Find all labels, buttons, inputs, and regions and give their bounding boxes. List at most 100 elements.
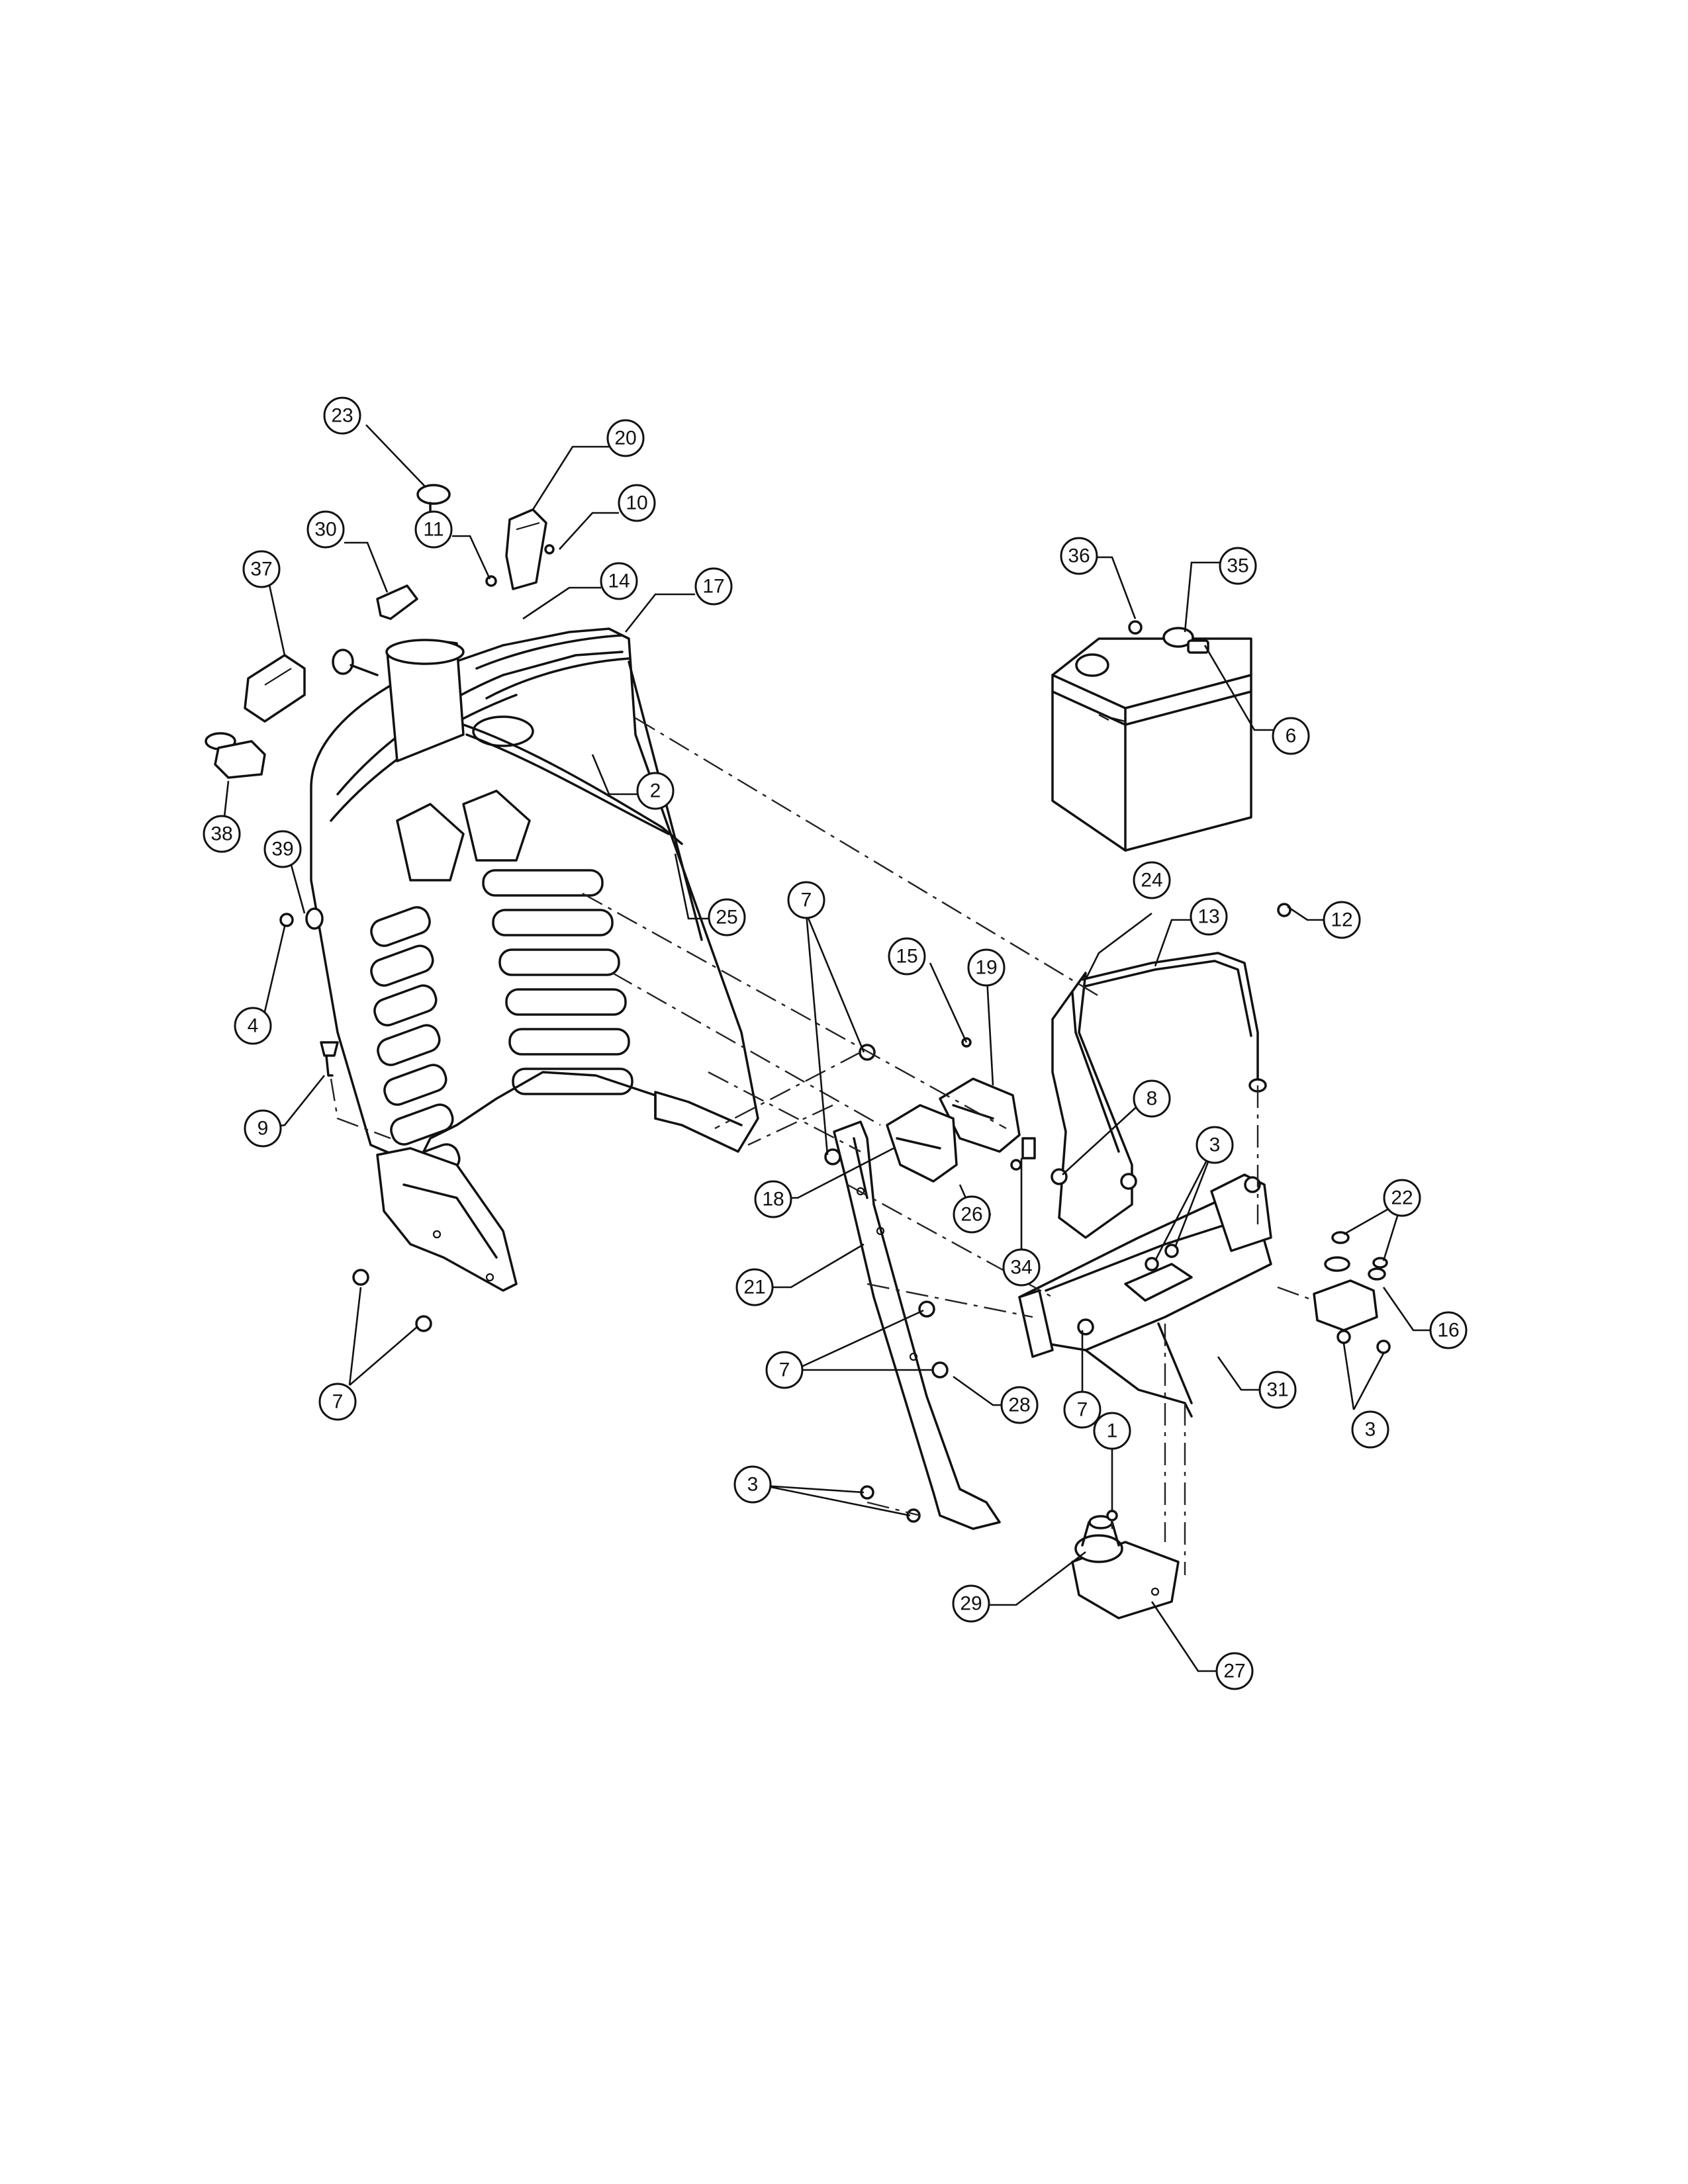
callout-21: 21 bbox=[735, 1268, 774, 1306]
switch-bezel bbox=[376, 584, 418, 620]
callout-26: 26 bbox=[953, 1195, 991, 1234]
callout-10: 10 bbox=[618, 484, 656, 522]
svg-text:29: 29 bbox=[960, 1593, 982, 1615]
callout-19: 19 bbox=[967, 948, 1006, 987]
callout-3b: 3 bbox=[1351, 1410, 1389, 1449]
svg-text:31: 31 bbox=[1266, 1379, 1288, 1401]
svg-text:1: 1 bbox=[1107, 1420, 1118, 1442]
svg-text:2: 2 bbox=[650, 780, 661, 802]
svg-text:20: 20 bbox=[614, 428, 636, 449]
svg-text:14: 14 bbox=[608, 570, 630, 592]
callout-20: 20 bbox=[606, 419, 645, 457]
callout-35: 35 bbox=[1219, 547, 1257, 585]
callout-11: 11 bbox=[414, 510, 453, 549]
svg-text:12: 12 bbox=[1331, 909, 1352, 931]
svg-text:7: 7 bbox=[1077, 1399, 1088, 1421]
svg-text:15: 15 bbox=[896, 946, 917, 968]
throttle-cable bbox=[462, 723, 683, 845]
callout-28: 28 bbox=[1000, 1386, 1039, 1424]
callout-31: 31 bbox=[1258, 1371, 1297, 1409]
callout-15: 15 bbox=[888, 937, 926, 976]
dash-mount-19 bbox=[939, 1077, 1021, 1153]
callout-1: 1 bbox=[1093, 1412, 1131, 1450]
callout-34: 34 bbox=[1002, 1248, 1041, 1287]
leader-lines bbox=[220, 424, 1436, 1672]
svg-text:8: 8 bbox=[1147, 1088, 1158, 1110]
washer-screw-4-39 bbox=[279, 907, 324, 930]
svg-text:36: 36 bbox=[1068, 545, 1090, 567]
callout-24: 24 bbox=[1133, 861, 1171, 899]
svg-text:34: 34 bbox=[1010, 1257, 1032, 1279]
callout-3c: 3 bbox=[733, 1465, 772, 1504]
callout-14: 14 bbox=[600, 562, 638, 600]
svg-text:27: 27 bbox=[1223, 1661, 1245, 1682]
callout-6: 6 bbox=[1272, 717, 1310, 755]
callout-29: 29 bbox=[952, 1584, 990, 1623]
callout-13: 13 bbox=[1190, 897, 1228, 936]
screw-9 bbox=[320, 1041, 339, 1077]
solenoid-16 bbox=[1313, 1256, 1386, 1332]
battery-tray-31 bbox=[1018, 1173, 1272, 1418]
support-brace-21 bbox=[833, 1120, 1001, 1530]
ignition-key bbox=[416, 484, 451, 524]
choke-knob bbox=[332, 649, 379, 676]
svg-text:13: 13 bbox=[1197, 906, 1219, 928]
svg-text:7: 7 bbox=[779, 1359, 790, 1381]
svg-text:38: 38 bbox=[211, 823, 232, 845]
callout-3a: 3 bbox=[1196, 1126, 1234, 1164]
svg-text:25: 25 bbox=[716, 907, 737, 929]
svg-text:35: 35 bbox=[1227, 555, 1248, 577]
svg-text:28: 28 bbox=[1008, 1394, 1030, 1416]
pto-switch bbox=[205, 732, 266, 779]
svg-text:4: 4 bbox=[248, 1015, 259, 1037]
svg-text:11: 11 bbox=[423, 519, 444, 541]
svg-text:3: 3 bbox=[1209, 1134, 1221, 1156]
svg-text:39: 39 bbox=[271, 839, 293, 860]
svg-text:21: 21 bbox=[743, 1277, 765, 1298]
callout-7b: 7 bbox=[765, 1351, 804, 1389]
side-panel-24 bbox=[1051, 972, 1133, 1239]
svg-text:26: 26 bbox=[961, 1204, 982, 1226]
svg-text:7: 7 bbox=[801, 889, 812, 911]
callout-23: 23 bbox=[323, 396, 361, 435]
svg-text:10: 10 bbox=[626, 492, 647, 514]
callout-25: 25 bbox=[708, 898, 746, 936]
assembly-lines bbox=[330, 717, 1315, 1575]
mount-27-29 bbox=[1071, 1515, 1180, 1619]
callout-22: 22 bbox=[1383, 1179, 1421, 1217]
callout-30: 30 bbox=[306, 510, 345, 549]
svg-text:30: 30 bbox=[314, 519, 336, 541]
hood-dash-panel bbox=[310, 627, 759, 1292]
svg-text:6: 6 bbox=[1286, 725, 1297, 747]
callout-7c: 7 bbox=[1063, 1390, 1102, 1429]
callout-27: 27 bbox=[1215, 1652, 1254, 1690]
battery bbox=[1051, 627, 1252, 852]
callout-36: 36 bbox=[1060, 537, 1098, 575]
callout-7d: 7 bbox=[318, 1383, 357, 1421]
svg-text:3: 3 bbox=[747, 1474, 759, 1496]
dash-mount-18 bbox=[886, 1104, 958, 1183]
callout-39: 39 bbox=[263, 830, 302, 868]
svg-text:16: 16 bbox=[1437, 1320, 1459, 1342]
rod-13 bbox=[1081, 952, 1267, 1093]
throttle-knob bbox=[505, 508, 547, 590]
svg-text:9: 9 bbox=[258, 1118, 269, 1140]
callout-16: 16 bbox=[1429, 1311, 1468, 1349]
svg-text:23: 23 bbox=[331, 405, 353, 427]
svg-text:24: 24 bbox=[1141, 870, 1162, 891]
callout-18: 18 bbox=[754, 1180, 792, 1218]
light-switch bbox=[244, 654, 306, 723]
svg-text:17: 17 bbox=[702, 576, 724, 598]
callout-2: 2 bbox=[636, 772, 675, 810]
callout-7a: 7 bbox=[787, 881, 825, 919]
callout-12: 12 bbox=[1323, 901, 1361, 939]
callout-4: 4 bbox=[234, 1007, 272, 1045]
bolts bbox=[352, 544, 1391, 1523]
svg-text:18: 18 bbox=[762, 1189, 784, 1210]
callout-8: 8 bbox=[1133, 1079, 1171, 1118]
callout-38: 38 bbox=[203, 815, 241, 853]
svg-text:19: 19 bbox=[975, 957, 997, 979]
callout-17: 17 bbox=[694, 567, 733, 606]
svg-text:37: 37 bbox=[250, 559, 272, 580]
